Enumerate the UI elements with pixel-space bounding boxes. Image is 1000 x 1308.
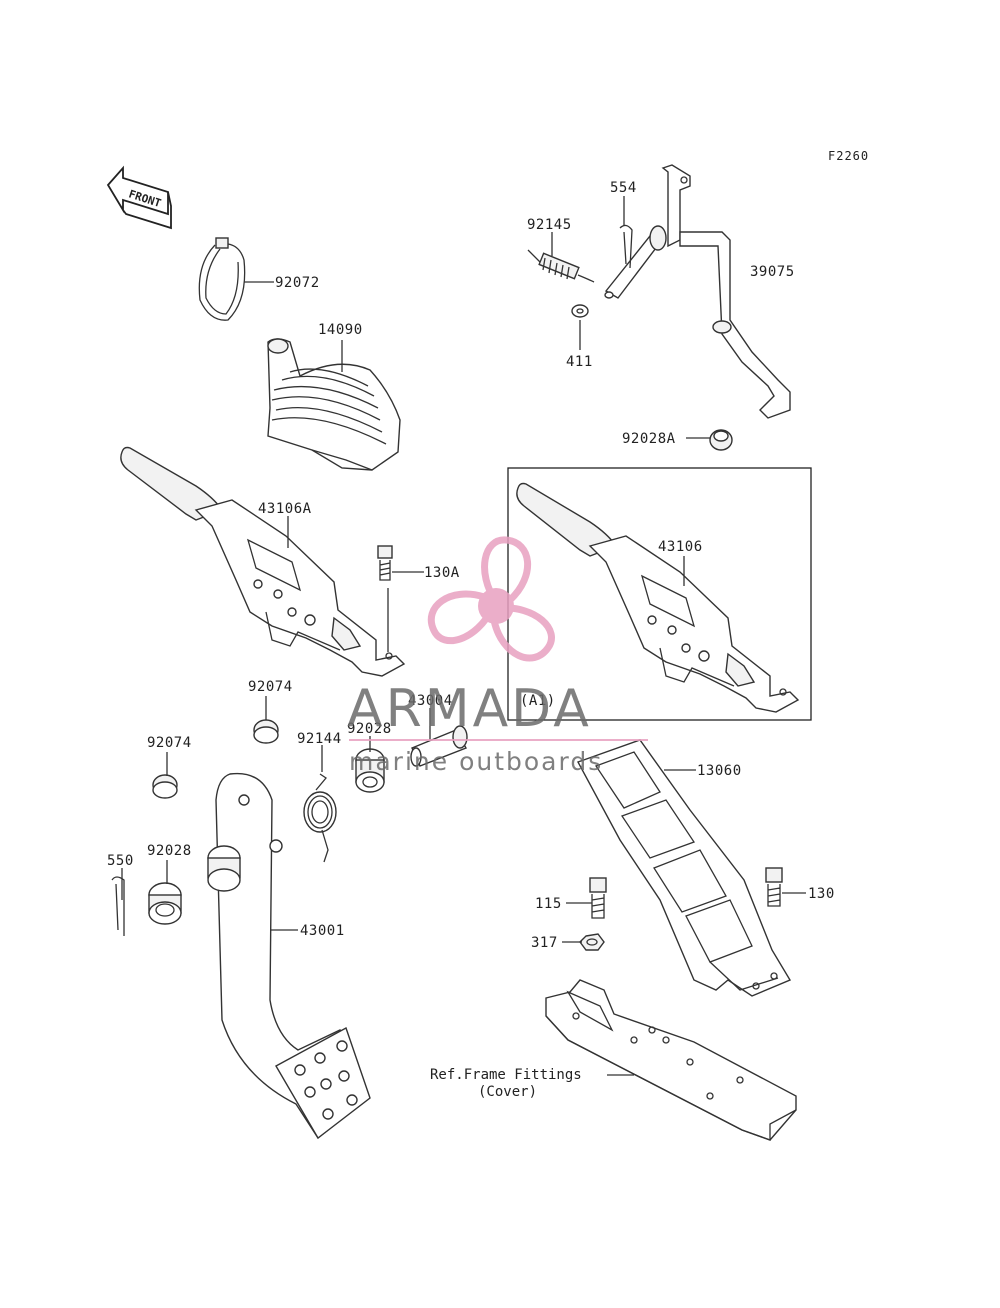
cotter-pin-554 — [619, 224, 633, 269]
spring-92145 — [527, 249, 595, 283]
clamp-92072 — [198, 237, 246, 321]
bushing-92028-left — [148, 882, 182, 925]
bushing-92028A — [709, 429, 733, 451]
label-92028A: 92028A — [622, 431, 676, 447]
leader-lines — [121, 196, 806, 1076]
ref-cover: (Cover) — [478, 1084, 537, 1100]
label-a1: (A1) — [520, 693, 556, 709]
diagram-code: F2260 — [828, 149, 869, 163]
label-554: 554 — [610, 180, 637, 196]
footrest-13060 — [576, 739, 792, 997]
bolt-115 — [589, 877, 607, 919]
label-92074-left: 92074 — [147, 735, 192, 751]
label-43001: 43001 — [300, 923, 345, 939]
bolt-130 — [765, 867, 783, 907]
label-130: 130 — [808, 886, 835, 902]
lever-43106A — [120, 446, 406, 677]
spring-92144 — [303, 773, 337, 863]
label-317: 317 — [531, 935, 558, 951]
pedal-43001 — [207, 772, 371, 1140]
propeller-icon — [423, 536, 559, 667]
nut-317 — [579, 933, 605, 951]
boot-14090 — [267, 338, 401, 471]
label-43106: 43106 — [658, 539, 703, 555]
label-92074-top: 92074 — [248, 679, 293, 695]
label-92072: 92072 — [275, 275, 320, 291]
label-43106A: 43106A — [258, 501, 312, 517]
watermark-subtitle: marine outboards — [349, 747, 603, 776]
frame-cover — [545, 979, 797, 1141]
ref-frame-fittings: Ref.Frame Fittings — [430, 1067, 582, 1083]
label-43004: 43004 — [408, 693, 453, 709]
label-13060: 13060 — [697, 763, 742, 779]
washer-411 — [571, 304, 589, 318]
front-arrow-icon: FRONT — [106, 165, 172, 230]
label-92028-mid: 92028 — [347, 721, 392, 737]
label-130A: 130A — [424, 565, 460, 581]
lever-43106 — [516, 482, 800, 713]
cap-92074-left — [152, 774, 178, 799]
label-92144: 92144 — [297, 731, 342, 747]
cotter-pin-550 — [111, 876, 125, 936]
label-14090: 14090 — [318, 322, 363, 338]
label-115: 115 — [535, 896, 562, 912]
label-39075: 39075 — [750, 264, 795, 280]
label-92145: 92145 — [527, 217, 572, 233]
label-550: 550 — [107, 853, 134, 869]
cap-92074-top — [253, 719, 279, 744]
label-411: 411 — [566, 354, 593, 370]
armada-logo: ARMADA marine outboards — [347, 536, 648, 776]
bolt-130A — [377, 545, 393, 581]
watermark-title: ARMADA — [347, 679, 592, 739]
label-92028-left: 92028 — [147, 843, 192, 859]
bushing-92028-mid — [355, 748, 385, 793]
rod-assembly-39075 — [604, 164, 791, 419]
